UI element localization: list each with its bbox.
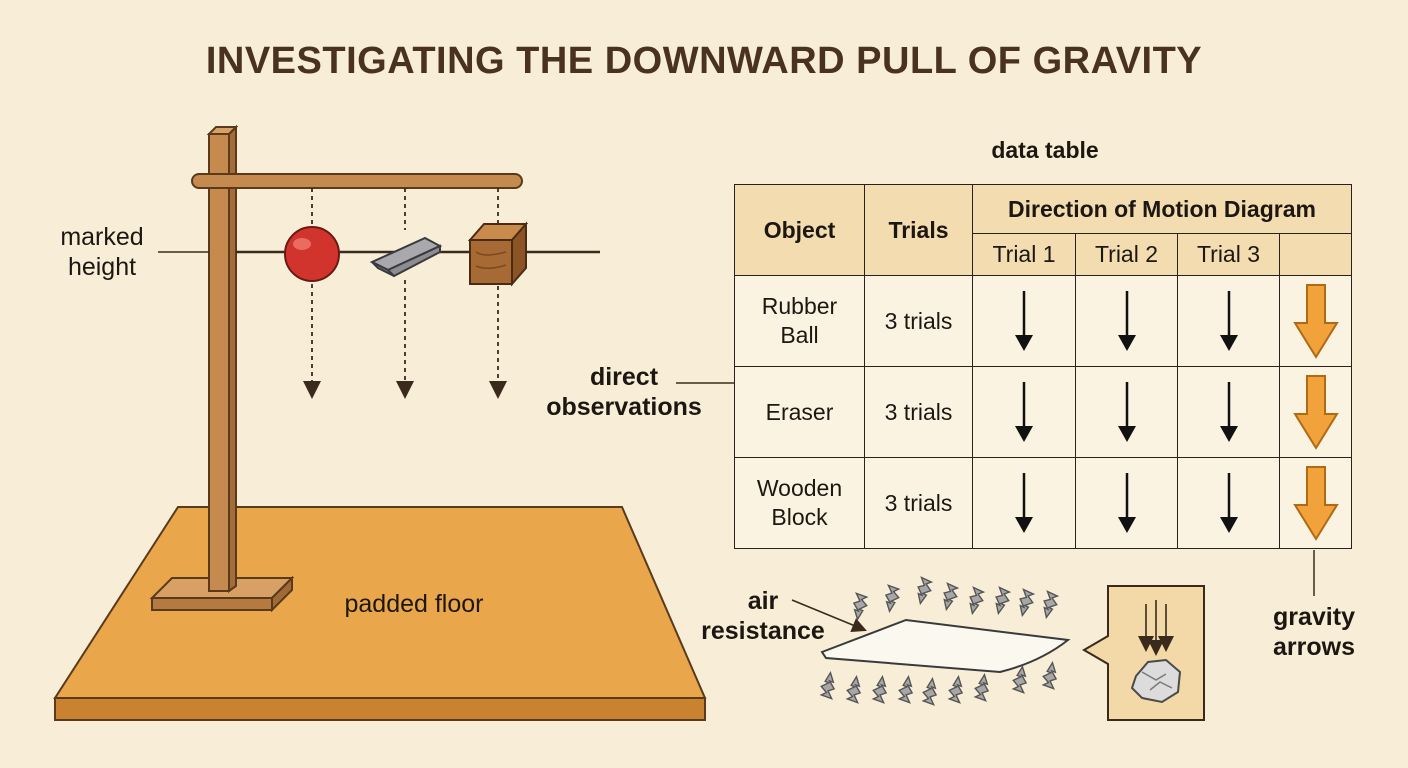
down-arrow-icon — [1219, 473, 1238, 533]
release-dashes — [311, 188, 499, 230]
table-row: Wooden Block 3 trials — [734, 457, 1352, 549]
down-arrow-icon — [1015, 291, 1033, 351]
air-arrow-icon — [995, 586, 1012, 616]
row-trials: 3 trials — [864, 275, 973, 367]
air-resistance-leader — [791, 599, 867, 633]
row-trials: 3 trials — [864, 457, 973, 549]
trial-3-arrow-cell — [1177, 275, 1280, 367]
air-arrow-icon — [819, 670, 836, 700]
header-trial-1: Trial 1 — [972, 233, 1076, 276]
trial-1-arrow-cell — [972, 457, 1076, 549]
padded-floor-label: padded floor — [344, 590, 484, 618]
trial-2-arrow-cell — [1075, 275, 1178, 367]
gravity-arrow-icon — [1292, 375, 1339, 450]
air-arrow-icon — [969, 586, 986, 616]
trial-2-arrow-cell — [1075, 457, 1178, 549]
down-arrow-icon — [1015, 382, 1033, 442]
crossbar — [191, 173, 523, 189]
header-trial-2: Trial 2 — [1075, 233, 1178, 276]
header-trial-3: Trial 3 — [1177, 233, 1280, 276]
down-arrow-icon — [1117, 382, 1136, 442]
air-arrow-icon — [973, 672, 990, 702]
air-arrow-icon — [1043, 590, 1060, 620]
row-object: Eraser — [734, 366, 865, 458]
header-object: Object — [734, 184, 865, 276]
gravity-arrow-icon — [1292, 466, 1339, 541]
air-arrow-icon — [921, 676, 938, 706]
air-arrow-icon — [884, 584, 901, 614]
table-row: Rubber Ball 3 trials — [734, 275, 1352, 367]
air-arrows-above — [852, 576, 1060, 622]
air-arrow-icon — [897, 674, 914, 704]
trial-3-arrow-cell — [1177, 457, 1280, 549]
stand-post — [206, 124, 239, 593]
down-arrow-icon — [1219, 291, 1238, 351]
down-arrow-icon — [1117, 473, 1136, 533]
page-title: INVESTIGATING THE DOWNWARD PULL OF GRAVI… — [205, 40, 1203, 82]
row-object: Rubber Ball — [734, 275, 865, 367]
trial-3-arrow-cell — [1177, 366, 1280, 458]
air-arrow-icon — [1041, 660, 1058, 690]
header-diagram: Direction of Motion Diagram — [972, 184, 1352, 234]
rubber-ball — [284, 226, 340, 282]
down-arrow-icon — [1219, 382, 1238, 442]
header-gravity-blank — [1279, 233, 1352, 276]
gravity-arrow-cell — [1279, 275, 1352, 367]
row-object: Wooden Block — [734, 457, 865, 549]
air-arrow-icon — [845, 674, 862, 704]
row-trials: 3 trials — [864, 366, 973, 458]
air-arrow-icon — [1019, 588, 1036, 618]
trial-1-arrow-cell — [972, 275, 1076, 367]
air-arrow-icon — [852, 592, 869, 622]
gravity-arrow-icon — [1292, 284, 1339, 359]
header-trials: Trials — [864, 184, 973, 276]
trial-1-arrow-cell — [972, 366, 1076, 458]
air-arrow-icon — [871, 674, 888, 704]
gravity-arrow-cell — [1279, 366, 1352, 458]
eraser — [369, 236, 443, 278]
marked-height-label: marked height — [60, 223, 144, 281]
crumpled-paper-inset — [1082, 585, 1205, 721]
direct-observations-label: direct observations — [546, 363, 702, 421]
data-table: Object Trials Direction of Motion Diagra… — [734, 184, 1352, 549]
air-arrows-below — [819, 660, 1058, 706]
air-arrow-icon — [947, 674, 964, 704]
wooden-block — [467, 221, 529, 287]
trial-2-arrow-cell — [1075, 366, 1178, 458]
row-object-text: Wooden Block — [756, 475, 843, 530]
air-resistance-label: air resistance — [701, 587, 825, 645]
falling-path-arrows — [303, 280, 507, 399]
air-arrow-icon — [943, 582, 960, 612]
table-caption: data table — [991, 137, 1099, 163]
air-arrow-icon — [1011, 664, 1028, 694]
down-arrow-icon — [1015, 473, 1033, 533]
table-row: Eraser 3 trials — [734, 366, 1352, 458]
gravity-arrow-cell — [1279, 457, 1352, 549]
air-arrow-icon — [917, 576, 934, 606]
paper-sheet — [820, 618, 1071, 674]
row-object-text: Rubber Ball — [761, 293, 838, 348]
gravity-arrows-label: gravity arrows — [1273, 603, 1355, 661]
down-arrow-icon — [1117, 291, 1136, 351]
